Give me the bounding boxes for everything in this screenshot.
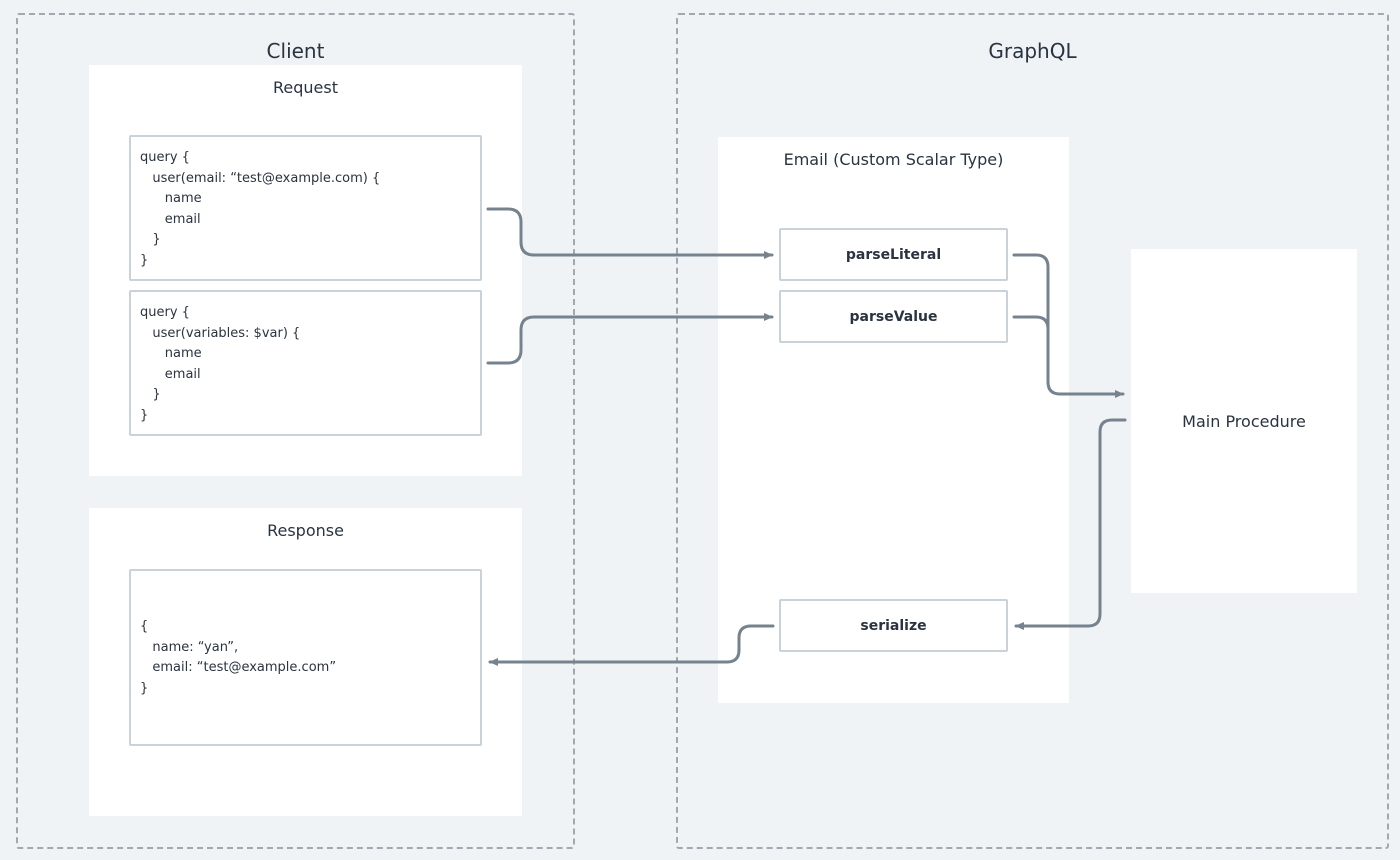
parse-literal-box: parseLiteral (779, 228, 1008, 281)
code-line: name (140, 191, 202, 206)
request-panel-title: Request (273, 78, 338, 97)
code-line: name: “yan”, (140, 639, 239, 655)
code-line: user(email: “test@example.com) { (140, 170, 381, 186)
code-line: name (140, 346, 202, 361)
serialize-box: serialize (779, 599, 1008, 652)
main-procedure-box: Main Procedure (1131, 249, 1357, 593)
code-line: } (140, 407, 149, 423)
code-line: query { (140, 150, 190, 165)
client-zone: Client (16, 13, 575, 849)
code-line: email (140, 211, 201, 227)
parse-value-box: parseValue (779, 290, 1008, 343)
graphql-zone: GraphQL (676, 13, 1389, 849)
response-body-box: { name: “yan”, email: “test@example.com”… (129, 569, 482, 746)
response-panel-title: Response (267, 521, 344, 540)
code-line: user(variables: $var) { (140, 325, 301, 341)
code-line: query { (140, 305, 190, 320)
code-line: } (140, 680, 149, 696)
code-line: } (140, 232, 161, 247)
code-line: } (140, 387, 161, 402)
literal-query-box: query { user(email: “test@example.com) {… (129, 135, 482, 281)
variable-query-box: query { user(variables: $var) { name ema… (129, 290, 482, 436)
client-zone-title: Client (266, 39, 325, 63)
email-scalar-title: Email (Custom Scalar Type) (783, 150, 1004, 169)
graphql-zone-title: GraphQL (988, 39, 1077, 63)
code-line: } (140, 252, 149, 268)
code-line: { (140, 619, 149, 634)
code-line: email (140, 366, 201, 382)
code-line: email: “test@example.com” (140, 660, 337, 675)
